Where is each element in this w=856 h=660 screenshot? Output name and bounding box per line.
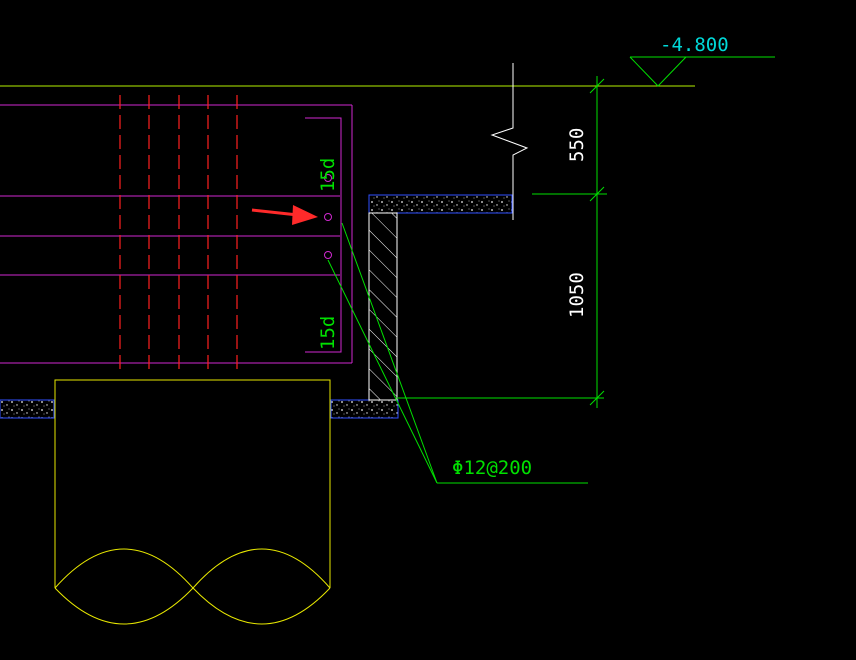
rebar-lines xyxy=(0,104,353,364)
anchorage-label-top: 15d xyxy=(317,158,339,192)
dimension-lower: 1050 xyxy=(566,272,588,318)
pile-outline xyxy=(54,379,331,625)
dimension-line xyxy=(532,76,607,408)
callout-leader xyxy=(327,222,588,484)
cushion-layer-right xyxy=(330,399,399,419)
zigzag-break-icon xyxy=(490,63,529,220)
elevation-label: -4.800 xyxy=(660,34,729,56)
dimension-upper: 550 xyxy=(566,128,588,162)
stirrup-lines xyxy=(119,95,238,375)
brick-wall xyxy=(368,212,398,401)
anchorage-label-bottom: 15d xyxy=(317,316,339,350)
arrow-pointer-icon xyxy=(251,205,318,225)
rebar-callout-label: Φ12@200 xyxy=(452,457,532,479)
cushion-layer-left xyxy=(0,399,55,419)
elevation-mark: -4.800 xyxy=(629,34,775,87)
cushion-layer-top xyxy=(368,194,513,214)
